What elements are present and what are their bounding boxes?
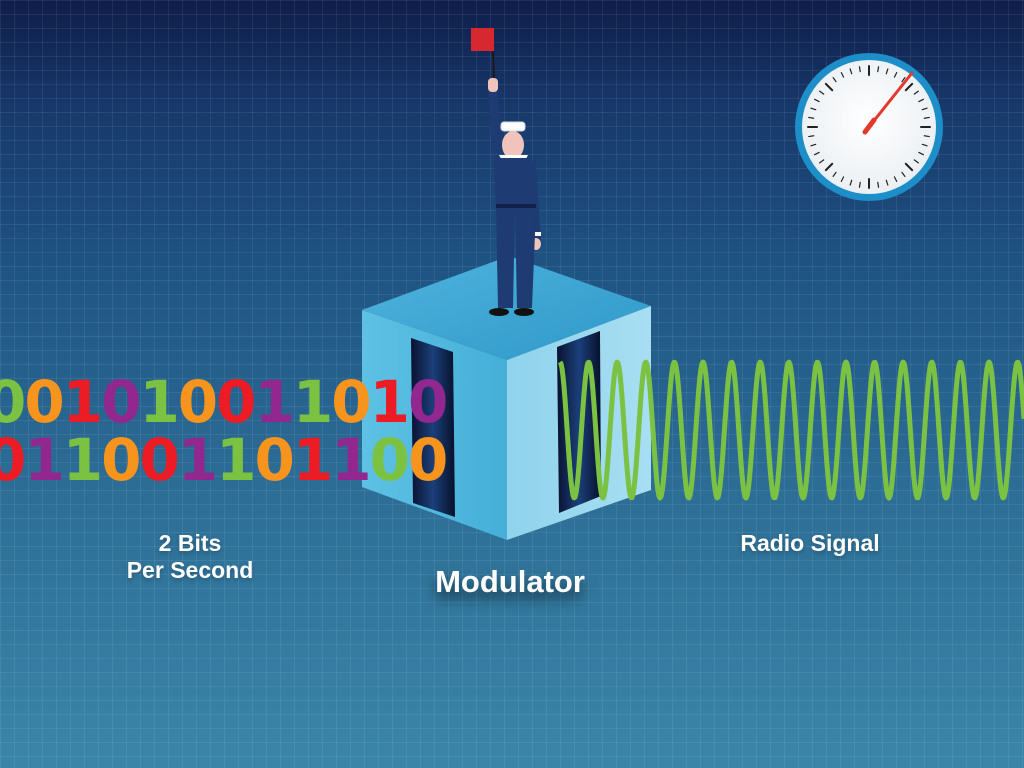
bit-digit: 0 — [331, 373, 371, 433]
bit-digit: 1 — [254, 373, 295, 433]
bit-digit: 0 — [101, 431, 141, 491]
bit-digit: 1 — [177, 431, 218, 491]
bitrate-label: 2 Bits Per Second — [90, 530, 290, 584]
bit-digit: 0 — [101, 373, 141, 433]
bit-digit: 1 — [292, 431, 333, 491]
bit-digit: 1 — [24, 431, 64, 491]
input-slot — [411, 338, 455, 517]
bit-digit: 0 — [0, 373, 26, 433]
red-flag — [471, 28, 494, 51]
bit-digit: 1 — [216, 431, 256, 491]
bit-digit: 1 — [331, 431, 371, 491]
bit-digit: 0 — [139, 431, 179, 491]
bit-digit: 1 — [139, 373, 179, 433]
bitrate-label-line2: Per Second — [126, 557, 254, 583]
modulator-label: Modulator — [435, 564, 585, 599]
bit-digit: 1 — [369, 373, 410, 433]
bit-digit: 0 — [369, 431, 410, 491]
bit-digit: 0 — [177, 373, 218, 433]
bit-digit: 0 — [24, 373, 64, 433]
radio-signal-label: Radio Signal — [740, 530, 880, 556]
bits-row-top: 001010011010 — [0, 373, 462, 433]
bit-digit: 0 — [0, 431, 26, 491]
bit-digit: 0 — [407, 431, 448, 491]
bitrate-label-line1: 2 Bits — [158, 530, 222, 556]
bit-digit: 1 — [292, 373, 333, 433]
bits-row-bottom: 011001101100 — [0, 431, 462, 491]
bit-digit: 1 — [62, 431, 103, 491]
radio-signal-wave — [557, 359, 1024, 501]
speedometer-icon — [795, 53, 943, 201]
sailor-figure — [471, 28, 541, 316]
bit-digit: 0 — [254, 431, 295, 491]
bit-digit: 1 — [62, 373, 103, 433]
bit-digit: 0 — [407, 373, 448, 433]
bit-digit: 0 — [216, 373, 256, 433]
